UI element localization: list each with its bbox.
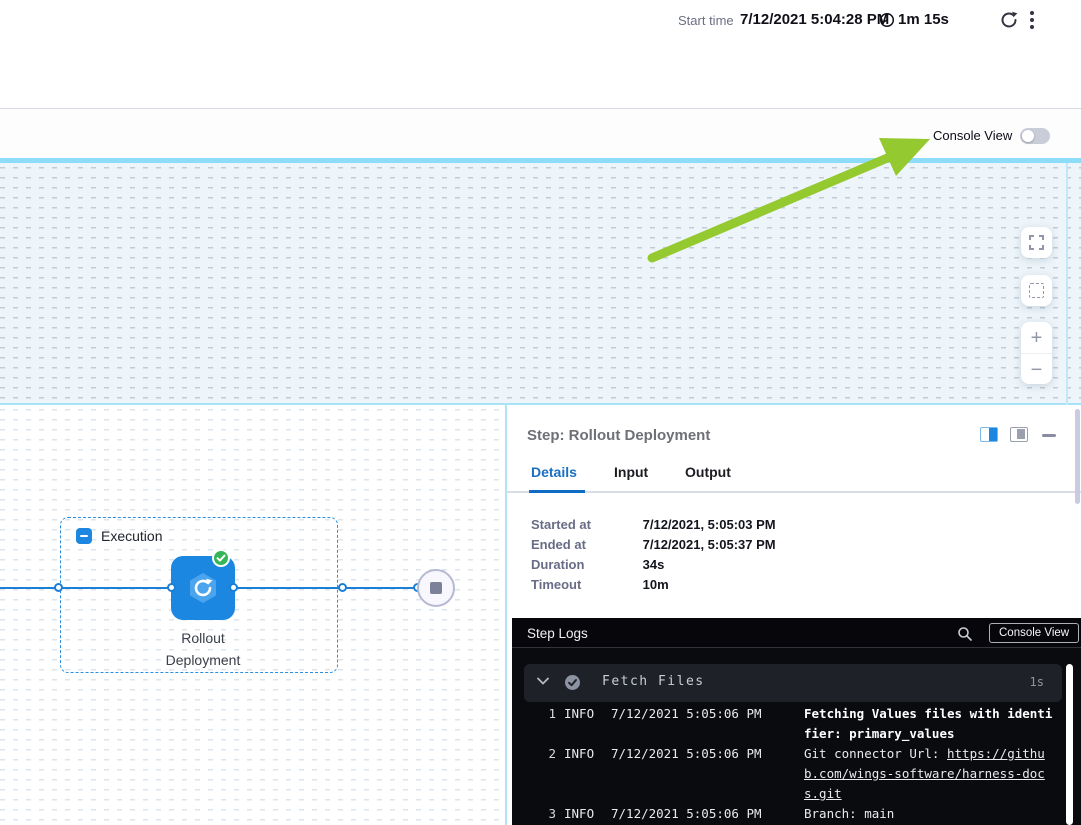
- pipeline-end-node: [417, 569, 455, 607]
- check-circle-icon: [564, 674, 581, 691]
- fullscreen-button[interactable]: [1021, 227, 1052, 258]
- chevron-down-icon: [537, 677, 549, 685]
- tab-input[interactable]: Input: [614, 464, 649, 480]
- rollout-deployment-node[interactable]: [171, 549, 235, 620]
- log-message: Fetching Values files with identifier: p…: [804, 706, 1053, 741]
- log-group-duration: 1s: [1029, 675, 1044, 689]
- panel-scrollbar[interactable]: [1075, 409, 1080, 504]
- connector-dot: [229, 583, 238, 592]
- node-label: Rollout Deployment: [165, 630, 241, 668]
- execution-group-box: Execution: [60, 517, 338, 673]
- zoom-in-button[interactable]: +: [1021, 322, 1052, 353]
- panel-tabs: Details Input Output: [507, 460, 1081, 493]
- fullscreen-icon: [1029, 235, 1044, 250]
- execution-topbar: Start time 7/12/2021 5:04:28 PM 1m 15s: [0, 0, 1081, 109]
- connector-dot: [167, 583, 176, 592]
- zoom-separator: [1021, 353, 1052, 354]
- start-time-value: 7/12/2021 5:04:28 PM: [740, 11, 890, 28]
- marquee-icon: [1029, 283, 1044, 298]
- success-badge-icon: [212, 549, 230, 567]
- split-view-icon: [989, 428, 997, 441]
- logs-scrollbar[interactable]: [1066, 664, 1073, 825]
- stop-icon: [430, 582, 442, 594]
- minus-icon: [80, 535, 88, 537]
- tab-output[interactable]: Output: [685, 464, 731, 480]
- toggle-knob: [1022, 130, 1034, 142]
- console-view-label: Console View: [933, 128, 1013, 143]
- git-url-link[interactable]: https://github.com/wings-software/harnes…: [804, 746, 1045, 801]
- log-lines: 1 INFO 7/12/2021 5:05:06 PM Fetching Val…: [512, 704, 1072, 824]
- zoom-control: + −: [1021, 322, 1052, 384]
- panel-title: Step: Rollout Deployment: [527, 427, 711, 444]
- split-view-button[interactable]: [980, 427, 998, 442]
- start-time-label: Start time: [678, 13, 734, 28]
- collapse-group-button[interactable]: [76, 528, 92, 544]
- logs-console-view-button[interactable]: Console View: [989, 623, 1080, 643]
- detail-row: Started at 7/12/2021, 5:05:03 PM: [531, 517, 776, 532]
- details-list: Started at 7/12/2021, 5:05:03 PM Ended a…: [531, 517, 776, 597]
- stage-graph-canvas: + −: [0, 163, 1081, 455]
- step-logs-header: Step Logs Console View: [512, 618, 1081, 648]
- more-options-button[interactable]: [1029, 9, 1045, 31]
- log-group-title: Fetch Files: [602, 674, 705, 689]
- step-logs-title: Step Logs: [527, 626, 588, 641]
- log-line: 1 INFO 7/12/2021 5:05:06 PM Fetching Val…: [512, 704, 1072, 744]
- execution-graph-canvas: Execution Rollout Deployment: [0, 405, 505, 825]
- tab-details[interactable]: Details: [531, 464, 577, 480]
- zoom-out-button[interactable]: −: [1021, 354, 1052, 385]
- canvas-top-divider: [0, 158, 1081, 163]
- minimize-panel-button[interactable]: [1042, 434, 1056, 437]
- step-details-panel: Step: Rollout Deployment Details Input O…: [505, 405, 1081, 825]
- log-line: 2 INFO 7/12/2021 5:05:06 PM Git connecto…: [512, 744, 1072, 804]
- step-logs-section: Step Logs Console View Fetch Files 1s: [512, 618, 1081, 825]
- connector-dot: [338, 583, 347, 592]
- clock-icon: [879, 12, 895, 28]
- detail-row: Timeout 10m: [531, 577, 669, 592]
- execution-group-label: Execution: [101, 528, 163, 544]
- connector-dot: [54, 583, 63, 592]
- console-view-toggle[interactable]: [1020, 128, 1050, 144]
- log-line: 3 INFO 7/12/2021 5:05:06 PM Branch: main: [512, 804, 1072, 824]
- search-icon: [957, 626, 977, 642]
- active-tab-indicator: [529, 490, 585, 493]
- fit-selection-button[interactable]: [1021, 275, 1052, 306]
- detail-row: Duration 34s: [531, 557, 665, 572]
- dock-view-button[interactable]: [1010, 427, 1028, 442]
- search-logs-button[interactable]: [957, 624, 977, 644]
- dock-view-icon: [1017, 429, 1025, 439]
- refresh-button[interactable]: [999, 9, 1021, 31]
- elapsed-duration: 1m 15s: [898, 11, 949, 28]
- detail-row: Ended at 7/12/2021, 5:05:37 PM: [531, 537, 776, 552]
- log-message: Git connector Url: https://github.com/wi…: [804, 746, 1045, 801]
- canvas-right-edge: [1066, 163, 1068, 405]
- view-options-bar: [0, 110, 1081, 158]
- log-group-fetch-files[interactable]: Fetch Files 1s: [524, 664, 1062, 702]
- log-message: Branch: main: [804, 806, 895, 821]
